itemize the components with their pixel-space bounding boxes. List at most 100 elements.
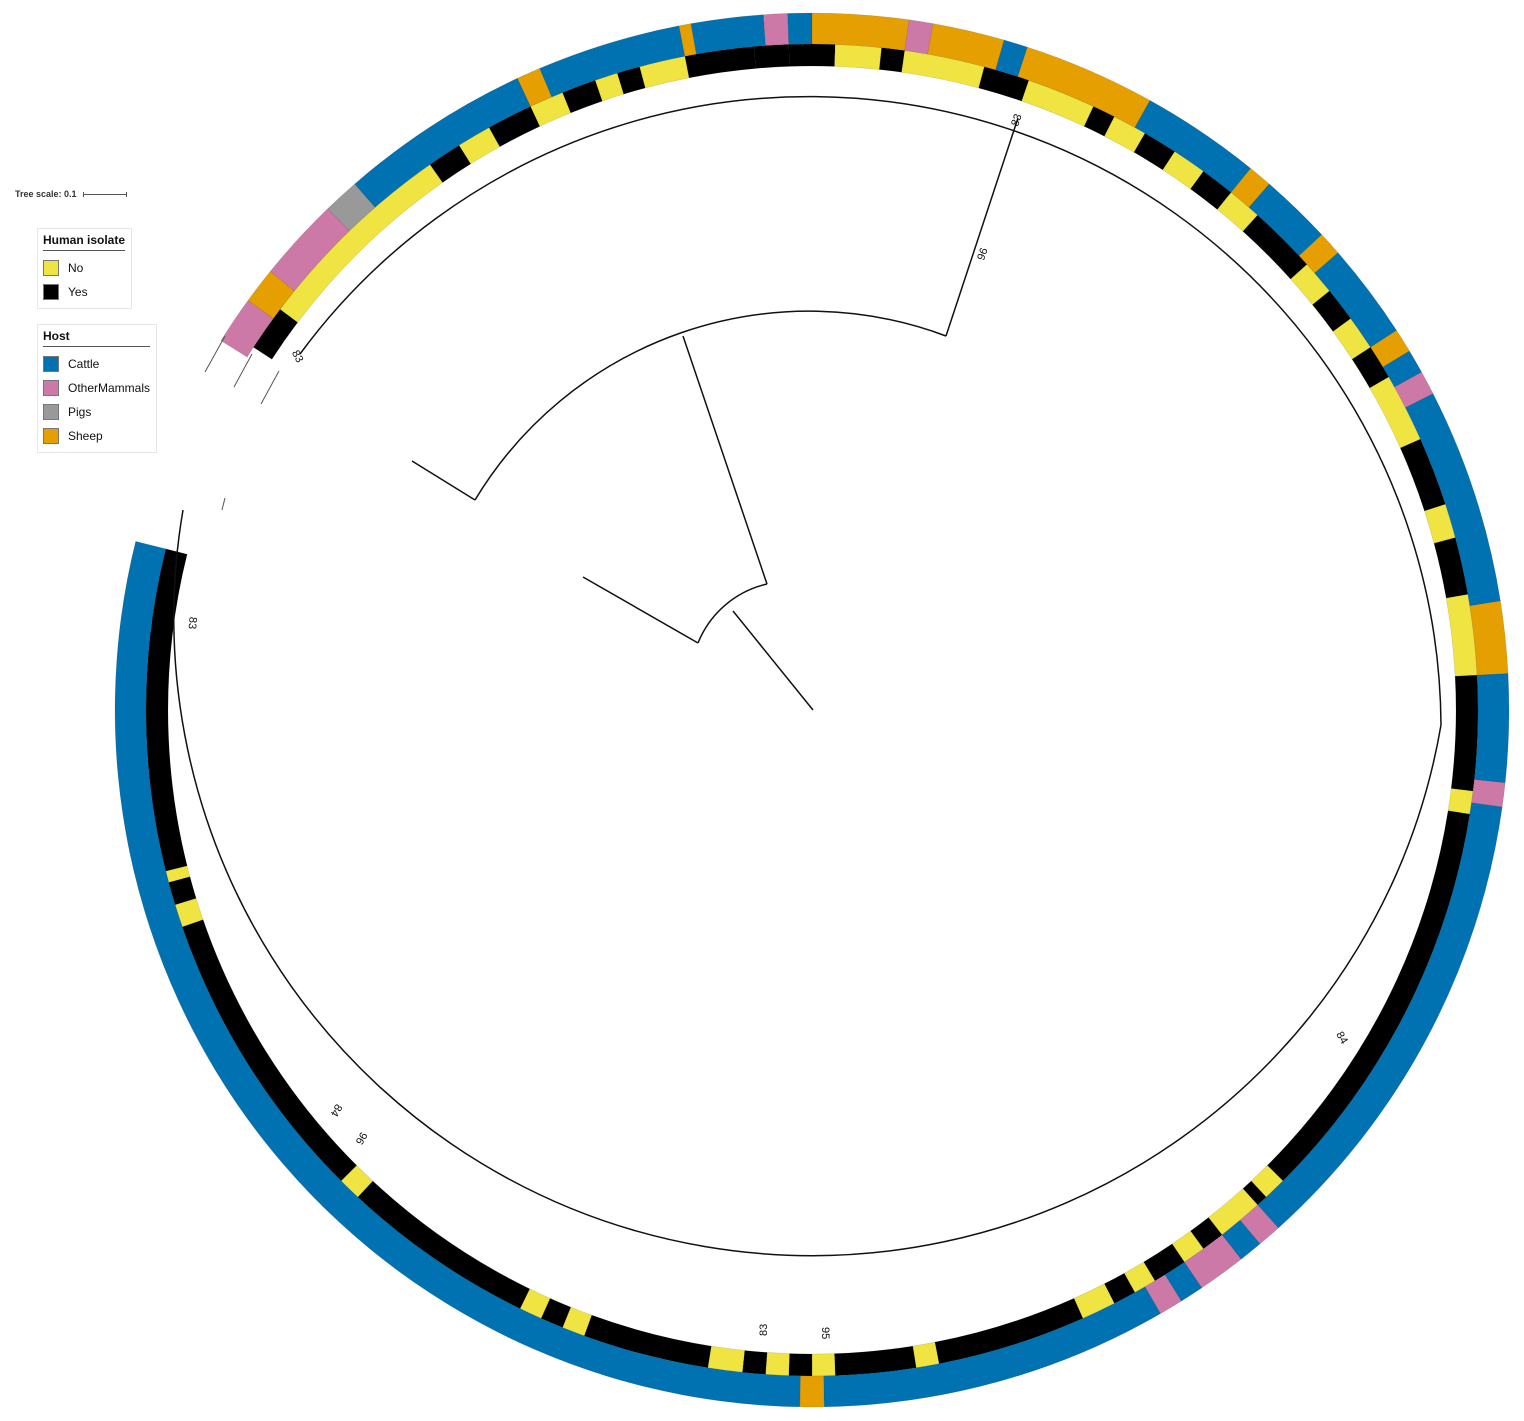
annotation-rings [114, 12, 1510, 1408]
ring-segment-othermammals [1471, 779, 1506, 808]
ring-segment-sheep [247, 270, 295, 319]
ring-segment-no [530, 92, 572, 127]
ring-segment-yes [788, 43, 813, 67]
ring-segment-no [562, 1306, 593, 1337]
legend-title: Human isolate [43, 233, 126, 251]
ring-segment-no [834, 44, 882, 70]
tree-branch [732, 610, 814, 711]
ring-segment-cattle [690, 14, 766, 55]
ring-segment-yes [934, 1297, 1084, 1365]
tree-branch [474, 310, 947, 501]
legend-host: Host Cattle OtherMammals Pigs Sheep [37, 324, 158, 453]
ring-segment-othermammals [269, 208, 350, 292]
legend-item-othermammals: OtherMammals [43, 376, 150, 400]
legend-label: OtherMammals [68, 381, 151, 395]
ring-segment-othermammals [1184, 1234, 1242, 1289]
ring-segment-yes [753, 44, 790, 69]
ring-segment-no [340, 1164, 374, 1198]
ring-segment-yes [1450, 674, 1479, 792]
ring-segment-yes [1190, 170, 1232, 210]
ring-segment-no [1073, 1283, 1115, 1319]
ring-segment-yes [488, 106, 541, 148]
tree-branch [582, 576, 699, 644]
ring-segment-cattle [354, 77, 531, 208]
ring-segment-no [519, 1288, 551, 1319]
ring-segment-othermammals [1394, 371, 1434, 409]
ring-segment-othermammals [1144, 1274, 1182, 1315]
ring-segment-sheep [1370, 329, 1410, 368]
tree-scale: Tree scale: 0.1 [15, 189, 127, 199]
ring-segment-yes [540, 1297, 572, 1328]
ring-segment-yes [878, 47, 906, 73]
ring-segment-no [639, 55, 690, 89]
bootstrap-label: 96 [353, 1130, 370, 1147]
ring-segment-sheep [1017, 46, 1151, 128]
legend-label: Cattle [68, 357, 100, 371]
legend-swatch [43, 428, 59, 444]
legend-item-pigs: Pigs [43, 400, 150, 424]
bootstrap-label: 83 [186, 616, 199, 629]
tree-branch [682, 335, 768, 585]
ring-segment-no [458, 127, 501, 165]
legend-title: Host [43, 329, 151, 347]
ring-segment-no [912, 1341, 940, 1369]
legend-human-isolate: Human isolate No Yes [37, 228, 133, 309]
legend-swatch [43, 260, 59, 276]
legend-item-yes: Yes [43, 280, 125, 304]
ring-segment-othermammals [220, 299, 274, 358]
legend-label: Sheep [68, 429, 103, 443]
legend-swatch [43, 284, 59, 300]
ring-segment-sheep [927, 23, 1005, 71]
ring-segment-sheep [517, 68, 553, 107]
ring-segment-no [1290, 263, 1331, 306]
ring-segment-cattle [539, 25, 686, 98]
tree-branch [233, 353, 253, 388]
ring-segment-cattle [1248, 183, 1323, 257]
legend-label: Yes [68, 285, 88, 299]
bootstrap-label: 83 [758, 1324, 770, 1336]
ring-segment-no [1447, 788, 1474, 815]
legend-item-sheep: Sheep [43, 424, 150, 448]
ring-segment-sheep [811, 12, 910, 51]
bootstrap-label: 96 [975, 246, 990, 262]
ring-segment-no [174, 897, 204, 928]
ring-segment-sheep [678, 23, 697, 57]
legend-swatch [43, 380, 59, 396]
ring-segment-no [1208, 1188, 1259, 1236]
tree-branch [173, 509, 1442, 1257]
tree-branch [299, 95, 1442, 726]
legend-label: Pigs [68, 405, 92, 419]
tree-branches [173, 95, 1442, 1257]
ring-segment-no [1171, 1230, 1204, 1263]
ring-segment-no [1216, 191, 1259, 232]
ring-segment-yes [145, 548, 188, 872]
bootstrap-label: 95 [819, 1327, 831, 1339]
ring-segment-no [901, 50, 985, 89]
ring-segment-no [1103, 116, 1146, 153]
ring-segment-yes [168, 876, 197, 906]
ring-segment-cattle [1314, 252, 1397, 348]
legend-label: No [68, 261, 84, 275]
ring-segment-cattle [1164, 1261, 1203, 1302]
ring-segment-yes [788, 1353, 813, 1377]
ring-segment-yes [811, 43, 836, 67]
ring-segment-no [1162, 151, 1204, 190]
ring-segment-cattle [1405, 393, 1501, 607]
legend-item-no: No [43, 256, 125, 280]
bootstrap-label: 83 [289, 348, 305, 364]
bootstrap-label: 84 [328, 1102, 345, 1119]
ring-segment-cattle [1474, 673, 1510, 784]
tree-branch [697, 583, 768, 644]
ring-segment-othermammals [763, 13, 790, 46]
tree-scale-label: Tree scale: 0.1 [15, 189, 77, 199]
legend-swatch [43, 356, 59, 372]
legend-item-cattle: Cattle [43, 352, 150, 376]
bootstrap-labels: 83 96 83 83 84 84 96 83 95 [186, 112, 1350, 1339]
ring-segment-yes [616, 66, 646, 95]
ring-segment-no [1250, 1164, 1284, 1198]
ring-segment-yes [1351, 346, 1390, 389]
ring-segment-cattle [1257, 802, 1503, 1229]
ring-segment-cattle [114, 541, 801, 1408]
bootstrap-label: 84 [1333, 1030, 1350, 1047]
ring-segment-sheep [1469, 600, 1509, 676]
